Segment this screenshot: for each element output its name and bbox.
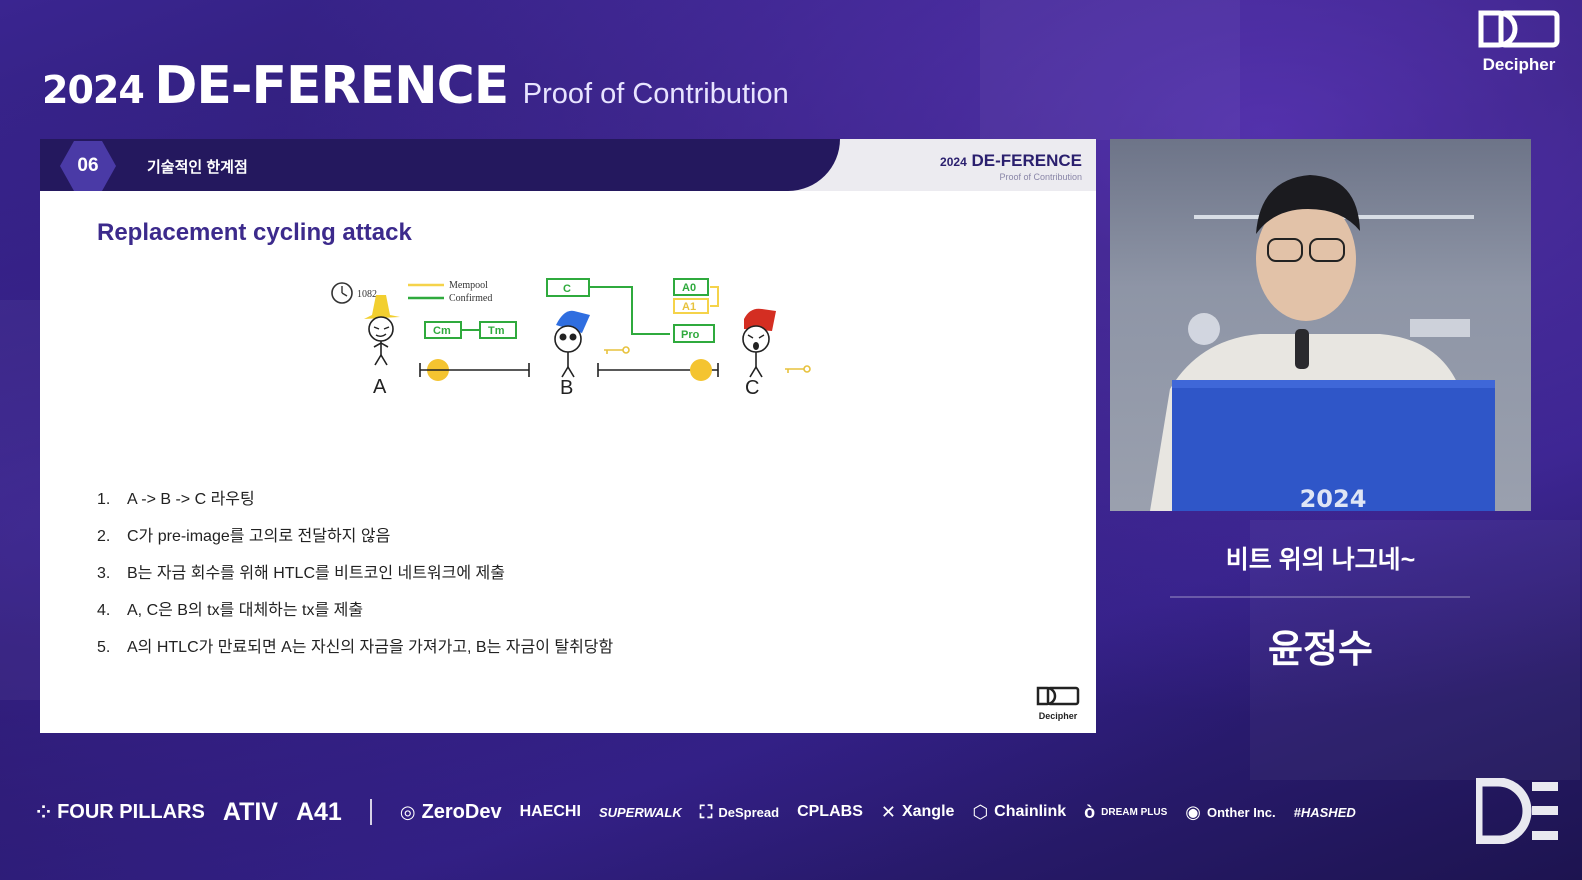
sponsor-a41: A41: [295, 797, 342, 826]
sponsor-xangle: ✕Xangle: [880, 801, 955, 822]
speaker-photo: 2024: [1150, 175, 1495, 511]
decipher-logo-text: Decipher: [1482, 55, 1556, 74]
node-a-figure: [364, 295, 400, 366]
sponsor-ativ: ATIV: [222, 797, 278, 826]
box-cm-label: Cm: [433, 325, 451, 337]
sponsor-bar: ⁘FOUR PILLARS ATIV A41 ◎ZeroDev HAECHI S…: [36, 790, 1374, 834]
attack-steps-list: 1.A -> B -> C 라우팅 2.C가 pre-image를 고의로 전달…: [97, 485, 613, 670]
block-height: 1082: [357, 289, 377, 300]
box-a0: [673, 278, 709, 296]
four-dots-icon: ⁘: [36, 801, 52, 822]
speaker-name: 윤정수: [1268, 629, 1373, 671]
legend-mempool: Mempool: [449, 280, 488, 291]
coin-icon: [690, 359, 712, 381]
de-watermark-icon: [1476, 778, 1558, 844]
legend-confirmed: Confirmed: [449, 293, 492, 304]
sponsor-superwalk: SUPERWALK: [598, 804, 682, 820]
slide-logo-name: DE-FERENCE: [971, 151, 1082, 170]
slide-heading: Replacement cycling attack: [97, 219, 412, 246]
dreamplus-icon: ò: [1084, 801, 1096, 822]
event-title: 2024 DE-FERENCE Proof of Contribution: [42, 56, 789, 116]
arrow-c-pro: [589, 286, 670, 335]
event-year: 2024: [42, 68, 145, 112]
key-icon: [604, 346, 630, 354]
podium-text: 2024: [1300, 485, 1367, 511]
slide-logo-year: 2024: [940, 155, 967, 169]
slide-decipher-logo: Decipher: [1034, 686, 1082, 721]
divider: [1170, 596, 1470, 598]
sponsor-four-pillars: ⁘FOUR PILLARS: [36, 800, 205, 823]
box-a0-label: A0: [682, 282, 696, 294]
slide-logo-text: Decipher: [1038, 711, 1078, 721]
event-name: DE-FERENCE: [154, 56, 509, 116]
box-pro-label: Pro: [681, 329, 700, 341]
box-a1-label: A1: [682, 301, 696, 313]
clock-icon: [331, 282, 353, 304]
list-item: 2.C가 pre-image를 고의로 전달하지 않음: [97, 528, 391, 545]
hexagon-icon: ⬡: [972, 801, 989, 822]
decipher-logo-icon: [1478, 10, 1560, 48]
node-b-figure: [554, 310, 590, 378]
box-a1: [673, 298, 709, 314]
sponsor-cplabs: CPLABS: [797, 803, 863, 820]
node-c-figure: [742, 308, 776, 378]
sponsor-hashed: #HASHED: [1293, 804, 1356, 820]
list-item: 1.A -> B -> C 라우팅: [97, 491, 255, 508]
key-icon: [785, 365, 811, 373]
presentation-slide: 06 기술적인 한계점 2024 DE-FERENCE Proof of Con…: [40, 139, 1096, 733]
slide-header-dark: [40, 139, 840, 191]
box-tm: [479, 321, 517, 339]
onther-icon: ◉: [1185, 801, 1201, 822]
slide-logo-subtitle: Proof of Contribution: [999, 172, 1082, 182]
replacement-cycling-diagram: 1082 Mempool Confirmed Cm Tm C A0 A1 Pro: [331, 278, 811, 399]
mempool-bracket: [710, 286, 719, 307]
sponsor-zerodev: ◎ZeroDev: [399, 800, 502, 823]
box-tm-label: Tm: [488, 325, 505, 337]
x-icon: ✕: [880, 801, 896, 822]
node-c-label: C: [745, 377, 759, 399]
sponsor-onther: ◉Onther Inc.: [1185, 801, 1276, 822]
sponsor-despread: ⛶DeSpread: [699, 801, 780, 822]
speaker-video: 2024: [1110, 139, 1531, 511]
node-b-label: B: [560, 377, 573, 399]
talk-title: 비트 위의 나그네~: [1225, 546, 1416, 574]
decipher-logo-icon: [1036, 686, 1080, 706]
list-item: 4.A, C은 B의 tx를 대체하는 tx를 제출: [97, 602, 364, 619]
despread-icon: ⛶: [699, 801, 713, 822]
node-a-label: A: [373, 376, 387, 398]
box-pro: [673, 324, 715, 343]
decipher-logo: Decipher: [1474, 10, 1564, 75]
event-subtitle: Proof of Contribution: [522, 78, 789, 110]
zerodev-icon: ◎: [399, 801, 416, 822]
section-title: 기술적인 한계점: [147, 159, 248, 176]
sponsor-chainlink: ⬡Chainlink: [972, 801, 1067, 822]
box-c-label: C: [563, 283, 571, 295]
sponsor-haechi: HAECHI: [519, 803, 581, 820]
slide-event-logo: 2024 DE-FERENCE Proof of Contribution: [940, 151, 1082, 182]
divider: [369, 799, 372, 825]
list-item: 3.B는 자금 회수를 위해 HTLC를 비트코인 네트워크에 제출: [97, 565, 505, 582]
list-item: 5.A의 HTLC가 만료되면 A는 자신의 자금을 가져가고, B는 자금이 …: [97, 639, 614, 656]
